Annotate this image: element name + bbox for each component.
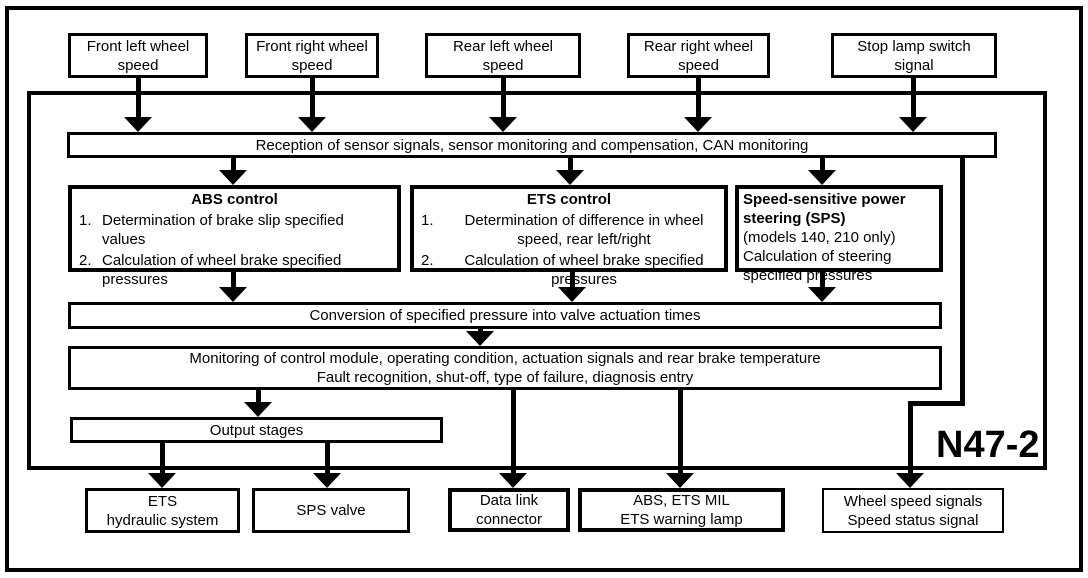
sps-title-line: Speed-sensitive power [743, 191, 906, 208]
arrow-rear-left-to-reception [501, 78, 506, 120]
box-text-line: Data link [479, 492, 539, 509]
arrow-sps-to-conversion [820, 272, 825, 289]
abs-item-1: 1. Determination of brake slip specified… [72, 211, 397, 249]
arrow-ets-to-conversion [570, 272, 575, 289]
arrow-output-to-ets-hydraulic [160, 443, 165, 475]
arrow-reception-to-sps [820, 158, 825, 172]
arrowhead [896, 473, 924, 488]
box-sps-valve: SPS valve [252, 488, 410, 533]
box-rear-left-wheel-speed: Rear left wheel speed [425, 33, 581, 78]
box-data-link-connector: Data link connector [448, 488, 570, 532]
arrow-rear-right-to-reception [696, 78, 701, 120]
arrow-front-left-to-reception [136, 78, 141, 120]
box-text-line: Front left wheel [86, 37, 190, 55]
arrowhead [558, 287, 586, 302]
box-text-line: Fault recognition, shut-off, type of fai… [316, 369, 694, 386]
item-text: Calculation of wheel brake specified pre… [102, 252, 342, 288]
box-text-line: speed [117, 56, 159, 74]
box-abs-control: ABS control 1. Determination of brake sl… [68, 185, 401, 288]
arrowhead [899, 117, 927, 132]
arrowhead [666, 473, 694, 488]
arrowhead [244, 402, 272, 417]
box-text-line: connector [476, 511, 542, 528]
box-text-line: Conversion of specified pressure into va… [309, 307, 701, 324]
box-text-line: Rear left wheel [452, 37, 554, 55]
item-number: 1. [79, 212, 92, 229]
abs-item-2: 2. Calculation of wheel brake specified … [72, 251, 397, 289]
box-text-line: signal [894, 56, 934, 74]
item-text: Calculation of wheel brake specified pre… [464, 252, 704, 288]
box-text-line: speed [291, 56, 333, 74]
box-text-line: ETS warning lamp [620, 511, 743, 528]
arrowhead [684, 117, 712, 132]
arrow-to-wheel-speed-signals [908, 401, 913, 475]
box-text-line: ETS [147, 492, 178, 510]
page-border [5, 6, 1083, 572]
box-text-line: Output stages [209, 421, 304, 439]
sps-body-line: Calculation of steering [743, 248, 892, 265]
item-number: 2. [421, 252, 434, 269]
box-text-line: Stop lamp switch [857, 37, 971, 55]
box-text-line: Monitoring of control module, operating … [189, 350, 821, 367]
ets-item-1: 1. Determination of difference in wheel … [414, 211, 724, 249]
arrowhead [489, 117, 517, 132]
line-jog-left [908, 401, 965, 406]
box-text-line: SPS valve [296, 502, 366, 519]
arrow-monitoring-to-data-link [511, 390, 516, 475]
box-monitoring: Monitoring of control module, operating … [68, 346, 942, 390]
box-text-line: Speed status signal [847, 511, 979, 529]
arrow-stop-lamp-to-reception [911, 78, 916, 120]
item-text: Determination of brake slip specified va… [102, 212, 344, 248]
module-label: N47-2 [936, 424, 1040, 466]
sps-body-line: (models 140, 210 only) [743, 229, 896, 246]
arrowhead [808, 287, 836, 302]
box-text-line: speed [482, 56, 524, 74]
arrow-monitoring-to-warning-lamps [678, 390, 683, 475]
ets-item-2: 2. Calculation of wheel brake specified … [414, 251, 724, 289]
arrow-reception-to-ets [568, 158, 573, 172]
line-reception-down [960, 158, 965, 406]
arrow-monitoring-to-output-stages [256, 390, 261, 404]
box-text-line: speed [678, 56, 719, 74]
arrowhead [808, 170, 836, 185]
box-text-line: ABS, ETS MIL [633, 492, 730, 509]
abs-control-title: ABS control [191, 191, 278, 208]
arrowhead [124, 117, 152, 132]
sps-body-line: specified pressures [743, 267, 873, 284]
item-number: 1. [421, 212, 434, 229]
arrowhead [148, 473, 176, 488]
arrowhead [556, 170, 584, 185]
arrowhead [298, 117, 326, 132]
box-ets-hydraulic-system: ETS hydraulic system [85, 488, 240, 533]
box-text-line: hydraulic system [106, 511, 219, 529]
box-conversion: Conversion of specified pressure into va… [68, 302, 942, 329]
box-text-line: Reception of sensor signals, sensor moni… [255, 136, 809, 154]
sps-title-line: steering (SPS) [743, 210, 846, 227]
box-stop-lamp-switch-signal: Stop lamp switch signal [831, 33, 997, 78]
box-wheel-speed-signals: Wheel speed signals Speed status signal [822, 488, 1004, 533]
arrowhead [313, 473, 341, 488]
box-output-stages: Output stages [70, 417, 443, 443]
box-sps-control: Speed-sensitive power steering (SPS) (mo… [735, 185, 943, 284]
box-text-line: Rear right wheel [643, 37, 754, 55]
ets-control-title: ETS control [526, 191, 612, 208]
box-rear-right-wheel-speed: Rear right wheel speed [627, 33, 770, 78]
arrowhead [499, 473, 527, 488]
box-abs-ets-mil-warning-lamp: ABS, ETS MIL ETS warning lamp [578, 488, 785, 532]
arrow-abs-to-conversion [231, 272, 236, 289]
item-text: Determination of difference in wheel spe… [464, 212, 704, 248]
arrowhead [219, 170, 247, 185]
box-reception: Reception of sensor signals, sensor moni… [67, 132, 997, 158]
box-ets-control: ETS control 1. Determination of differen… [410, 185, 728, 288]
item-number: 2. [79, 252, 92, 269]
box-front-right-wheel-speed: Front right wheel speed [245, 33, 379, 78]
arrow-output-to-sps-valve [325, 443, 330, 475]
arrow-front-right-to-reception [310, 78, 315, 120]
box-front-left-wheel-speed: Front left wheel speed [68, 33, 208, 78]
arrowhead [219, 287, 247, 302]
arrow-reception-to-abs [231, 158, 236, 172]
arrowhead [466, 331, 494, 346]
box-text-line: Front right wheel [256, 37, 368, 55]
box-text-line: Wheel speed signals [843, 492, 983, 510]
